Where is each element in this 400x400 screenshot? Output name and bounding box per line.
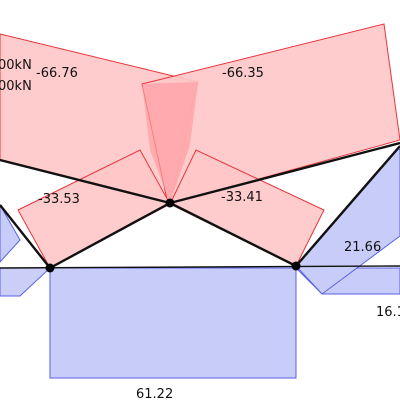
compression-overlap xyxy=(142,82,198,203)
force-label-bottom-chord: 61.22 xyxy=(136,387,173,400)
node-right xyxy=(291,261,301,271)
load-label-2: 00kN xyxy=(0,79,32,94)
member-inner-left xyxy=(49,201,171,270)
member-right-diagonal xyxy=(295,145,400,267)
force-label-inner-left: -33.53 xyxy=(38,192,80,207)
member-left-diagonal xyxy=(0,204,51,269)
force-label-top-left: -66.76 xyxy=(36,66,78,81)
tension-band-left-end xyxy=(0,267,52,297)
force-label-right-diagonal: 21.66 xyxy=(344,240,381,255)
force-label-top-right: -66.35 xyxy=(222,66,264,81)
tension-band-left-diagonal xyxy=(0,203,21,263)
member-top-right xyxy=(169,141,400,205)
force-label-right-chord: 16.1 xyxy=(376,305,400,320)
member-top-left xyxy=(0,158,171,205)
force-label-inner-right: -33.41 xyxy=(221,190,263,205)
load-label-1: 00kN xyxy=(0,58,32,73)
member-bottom-chord xyxy=(0,265,400,269)
member-inner-right xyxy=(169,201,297,268)
node-top xyxy=(165,198,175,208)
node-left xyxy=(45,263,55,273)
tension-band-bottom-chord xyxy=(49,267,297,379)
